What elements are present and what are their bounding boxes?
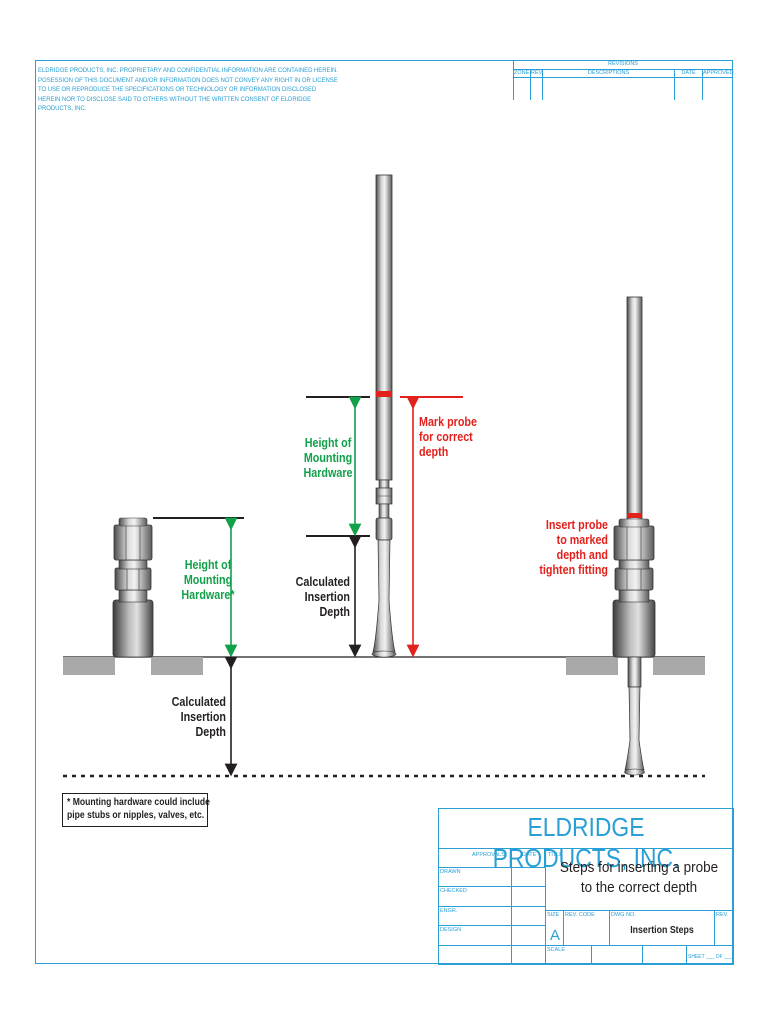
step2-height-label: Height of Mounting Hardware xyxy=(303,436,353,480)
drawing-number: Insertion Steps xyxy=(630,925,694,936)
step1-mounting-hardware xyxy=(112,517,154,658)
title-label: TITLE xyxy=(548,852,563,858)
surface-block-left-b xyxy=(151,657,203,675)
rev-col-zone: ZONE xyxy=(514,70,530,76)
footnote-line1: * Mounting hardware could include xyxy=(67,797,210,808)
drawing-title: Steps for inserting a probe to the corre… xyxy=(559,859,719,896)
sheet-label: SHEET ___ OF ___ xyxy=(688,954,733,960)
proprietary-notice: ELDRIDGE PRODUCTS, INC. PROPRIETARY AND … xyxy=(38,68,338,112)
step1-depth-label: Calculated Insertion Depth xyxy=(171,695,226,739)
step2-depth-label: Calculated Insertion Depth xyxy=(295,575,350,619)
rev-code-label: REV. CODE xyxy=(565,912,595,918)
revisions-heading: REVISIONS xyxy=(608,61,638,67)
row-drawn: DRAWN xyxy=(440,869,461,875)
rev-col-date: DATE xyxy=(681,70,696,76)
dwg-no-label: DWG NO. xyxy=(611,912,636,918)
step2-mark-label: Mark probe for correct depth xyxy=(419,415,477,459)
rev-col-approved: APPROVED xyxy=(703,70,734,76)
company-name: ELDRIDGE PRODUCTS, INC. xyxy=(492,812,680,873)
size-value: A xyxy=(550,927,561,944)
step1-height-label: Height of Mounting Hardware* xyxy=(181,558,235,602)
date-heading: DATE xyxy=(522,852,537,858)
step3-insert-label: Insert probe to marked depth and tighten… xyxy=(539,518,608,577)
rev-col-rev: REV xyxy=(531,70,543,76)
rev-col-descriptions: DESCRIPTIONS xyxy=(587,70,630,76)
scale-label: SCALE xyxy=(547,947,566,953)
surface-block-right-b xyxy=(653,657,705,675)
step3-probe-installed xyxy=(612,296,656,776)
mounting-footnote: * Mounting hardware could include pipe s… xyxy=(62,793,210,827)
footnote-line2: pipe stubs or nipples, valves, etc. xyxy=(67,809,205,821)
surface-block-right-a xyxy=(566,657,618,675)
row-engr: ENGR. xyxy=(440,908,458,914)
step2-probe xyxy=(371,174,397,658)
row-checked: CHECKED xyxy=(440,888,467,894)
surface-block-left-a xyxy=(63,657,115,675)
size-label: SIZE xyxy=(547,912,560,918)
revisions-table: REVISIONS ZONE REV DESCRIPTIONS DATE APP… xyxy=(513,60,734,100)
drawing-border xyxy=(35,60,733,964)
title-block: APPROVALS DATE TITLE DRAWN CHECKED ENGR.… xyxy=(438,808,734,965)
row-design: DESIGN xyxy=(440,927,462,933)
approvals-heading: APPROVALS xyxy=(472,852,505,858)
rev-label: REV. xyxy=(716,912,729,918)
